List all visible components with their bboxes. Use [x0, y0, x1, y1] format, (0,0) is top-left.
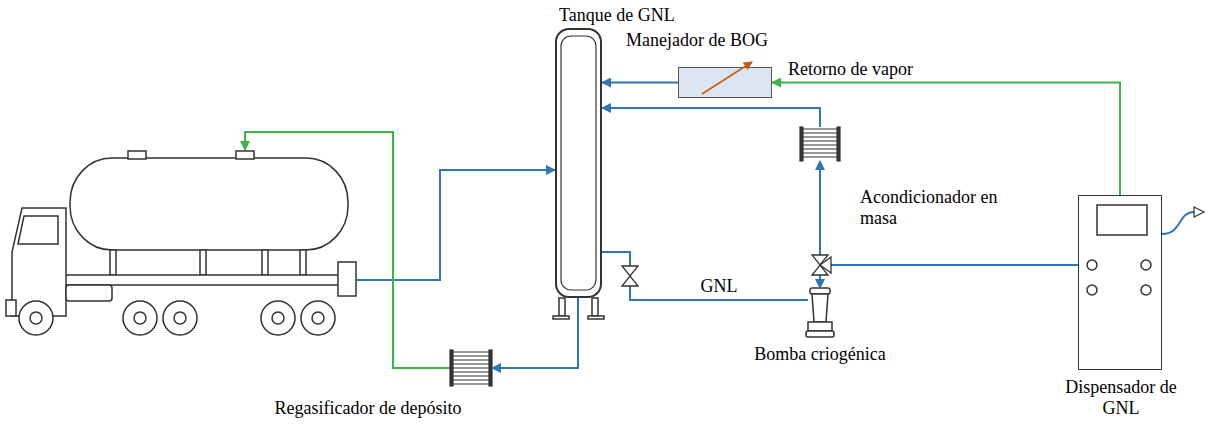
lng-pipe: [602, 108, 820, 127]
adjustable-arrow: [702, 62, 752, 94]
heat-exchanger-icon: [800, 127, 840, 161]
pump-icon: [806, 288, 834, 337]
node-label: Regasificador de depósito: [275, 398, 462, 419]
exchanger-tube: [803, 128, 837, 129]
tank-leg: [592, 298, 598, 316]
lng-pipe: [602, 82, 678, 84]
truck-wheel: [301, 301, 335, 335]
tank-foot: [553, 316, 569, 319]
dispenser-button: [1087, 285, 1097, 295]
exchanger-tube: [453, 371, 489, 372]
truck-support: [300, 250, 306, 275]
truck-support: [262, 250, 268, 275]
node-label: Acondicionador en masa: [860, 187, 998, 228]
cryogenic-pump: Bomba criogénica: [808, 288, 832, 338]
edge-label: Retorno de vapor: [786, 59, 915, 80]
truck-chassis: [64, 275, 350, 285]
truck-support: [200, 250, 206, 275]
exchanger-end: [489, 350, 492, 386]
truck-support: [110, 250, 116, 275]
hose-nozzle: [1194, 207, 1204, 217]
pump-body: [812, 294, 828, 322]
vapor-line: [772, 83, 1120, 196]
dispenser-screen: [1097, 205, 1147, 235]
truck-window: [18, 216, 58, 244]
exchanger-tube: [803, 148, 837, 149]
heat-exchanger-icon: [450, 350, 492, 386]
wheel-hub: [30, 312, 42, 324]
truck-dome: [236, 151, 254, 159]
unloading-line: [356, 170, 555, 280]
lng-pipe: [602, 252, 808, 300]
exchanger-tube: [803, 152, 837, 153]
truck-wheel: [19, 301, 53, 335]
dispenser-hose: [1162, 212, 1194, 234]
tanker-truck: [6, 151, 356, 335]
heat-exchanger: Regasificador de depósito: [450, 350, 492, 386]
lng-pipe: [820, 265, 1078, 288]
dispenser-button: [1141, 260, 1151, 270]
truck-wheel: [123, 301, 157, 335]
tank-foot: [588, 316, 604, 319]
truck-wheel: [163, 301, 197, 335]
pump-foot: [806, 331, 834, 337]
exchanger-tube: [803, 144, 837, 145]
exchanger-tube: [453, 367, 489, 368]
storage-tank: Tanque de GNL: [555, 28, 602, 298]
truck-cab: [12, 208, 66, 316]
exchanger-tube: [803, 132, 837, 133]
exchanger-tube: [803, 156, 837, 157]
exchanger-tube: [803, 136, 837, 137]
exchanger-end: [450, 350, 453, 386]
node-label: Bomba criogénica: [754, 344, 885, 365]
exchanger-tube: [453, 351, 489, 352]
exchanger-tube: [453, 359, 489, 360]
truck-dome: [128, 151, 146, 159]
edge-label: GNL: [699, 276, 740, 297]
bog-handler-box: Manejador de BOG: [678, 67, 772, 98]
exchanger-end: [837, 127, 840, 161]
dispenser-button: [1141, 285, 1151, 295]
pump-cap: [810, 288, 830, 294]
node-label: Dispensador de GNL: [1059, 377, 1184, 418]
tank-inner-wall: [561, 36, 596, 290]
node-label: Manejador de BOG: [626, 30, 768, 51]
wheel-hub: [174, 312, 186, 324]
tank-leg: [559, 298, 565, 316]
exchanger-tube: [453, 375, 489, 376]
vapor-return-line: [245, 132, 450, 368]
valve-half: [622, 276, 638, 286]
dispenser-button: [1087, 260, 1097, 270]
exchanger-tube: [453, 355, 489, 356]
wheel-hub: [134, 312, 146, 324]
truck-wheel: [261, 301, 295, 335]
valve-half: [622, 266, 638, 276]
gate-valve: [622, 266, 638, 286]
exchanger-tube: [453, 379, 489, 380]
dispenser-box: Dispensador de GNL: [1078, 195, 1162, 370]
node-label: Tanque de GNL: [559, 5, 675, 26]
valve-half: [820, 257, 831, 273]
truck-rear-box: [338, 262, 356, 296]
truck-bumper: [6, 300, 16, 316]
exchanger-tube: [803, 140, 837, 141]
exchanger-tube: [453, 383, 489, 384]
exchanger-tube: [453, 363, 489, 364]
pump-base: [808, 322, 832, 331]
wheel-hub: [272, 312, 284, 324]
exchanger-end: [800, 127, 803, 161]
truck-fuel-tank: [66, 285, 112, 301]
three-way-valve: [812, 255, 831, 275]
truck-tank: [70, 158, 348, 250]
dispenser-details: [1087, 205, 1151, 295]
lng-pipe: [492, 298, 578, 368]
wheel-hub: [312, 312, 324, 324]
heat-exchanger: Acondicionador en masa: [800, 127, 840, 161]
